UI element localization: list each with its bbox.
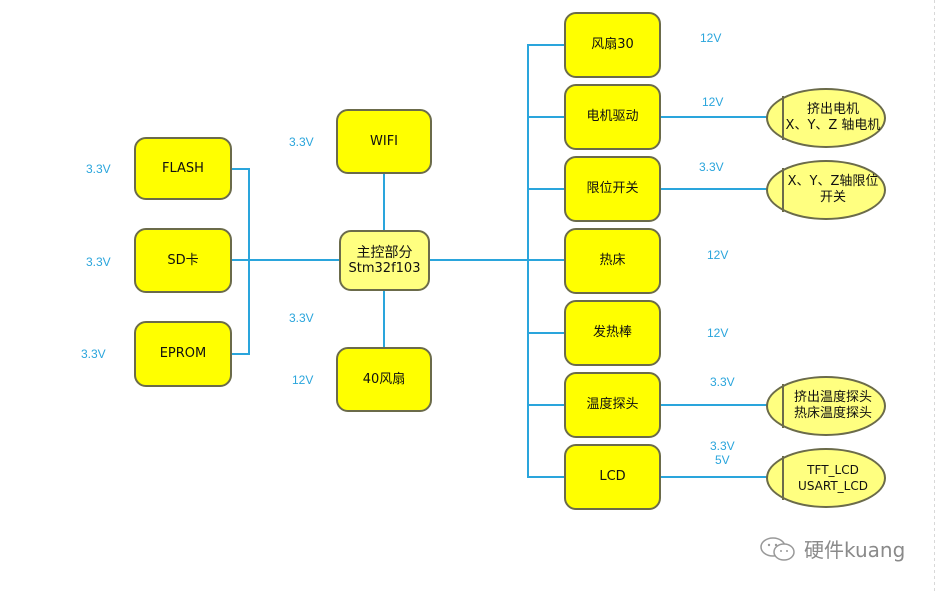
wifi-block: WIFI (336, 109, 432, 174)
temp-probes-ellipse: 挤出温度探头 热床温度探头 (766, 376, 886, 436)
wire (527, 332, 565, 334)
wire (231, 353, 249, 355)
voltage-label: 3.3V (710, 375, 735, 389)
temp-probe-block: 温度探头 (564, 372, 661, 438)
limit-switches-ellipse: X、Y、Z轴限位 开关 (766, 160, 886, 220)
wire (383, 290, 385, 348)
motor-driver-block: 电机驱动 (564, 84, 661, 150)
motors-ellipse: 挤出电机 X、Y、Z 轴电机 (766, 88, 886, 148)
wire (527, 188, 565, 190)
wire (660, 476, 768, 478)
eprom-block: EPROM (134, 321, 232, 387)
heater-rod-block: 发热棒 (564, 300, 661, 366)
wire (527, 116, 565, 118)
wechat-icon (760, 536, 795, 561)
wire (527, 476, 565, 478)
voltage-label: 12V (700, 31, 722, 45)
voltage-label: 3.3V 5V (710, 439, 735, 467)
voltage-label: 12V (702, 95, 724, 109)
voltage-label: 3.3V (699, 160, 724, 174)
wire (383, 174, 385, 231)
wire (231, 259, 339, 261)
sd-card-block: SD卡 (134, 228, 232, 293)
voltage-label: 3.3V (86, 255, 111, 269)
voltage-label: 3.3V (289, 311, 314, 325)
heated-bed-block: 热床 (564, 228, 661, 294)
flash-block: FLASH (134, 137, 232, 200)
watermark-text: 硬件kuang (804, 538, 906, 562)
wire (527, 404, 565, 406)
voltage-label: 3.3V (81, 347, 106, 361)
wire (527, 44, 565, 46)
fan-40-block: 40风扇 (336, 347, 432, 412)
voltage-label: 12V (292, 373, 314, 387)
page-edge-divider (934, 0, 935, 591)
wire (248, 168, 250, 355)
voltage-label: 3.3V (289, 135, 314, 149)
wire (660, 116, 768, 118)
wire (660, 404, 768, 406)
voltage-label: 12V (707, 326, 729, 340)
lcd-block: LCD (564, 444, 661, 510)
fan-30-block: 风扇30 (564, 12, 661, 78)
main-controller-block: 主控部分 Stm32f103 (339, 230, 430, 291)
voltage-label: 12V (707, 248, 729, 262)
limit-switch-block: 限位开关 (564, 156, 661, 222)
wire (429, 259, 565, 261)
watermark: 硬件kuang (758, 534, 905, 563)
bus-wire (527, 44, 529, 477)
lcd-types-ellipse: TFT_LCD USART_LCD (766, 448, 886, 508)
voltage-label: 3.3V (86, 162, 111, 176)
wire (231, 168, 249, 170)
wire (660, 188, 768, 190)
